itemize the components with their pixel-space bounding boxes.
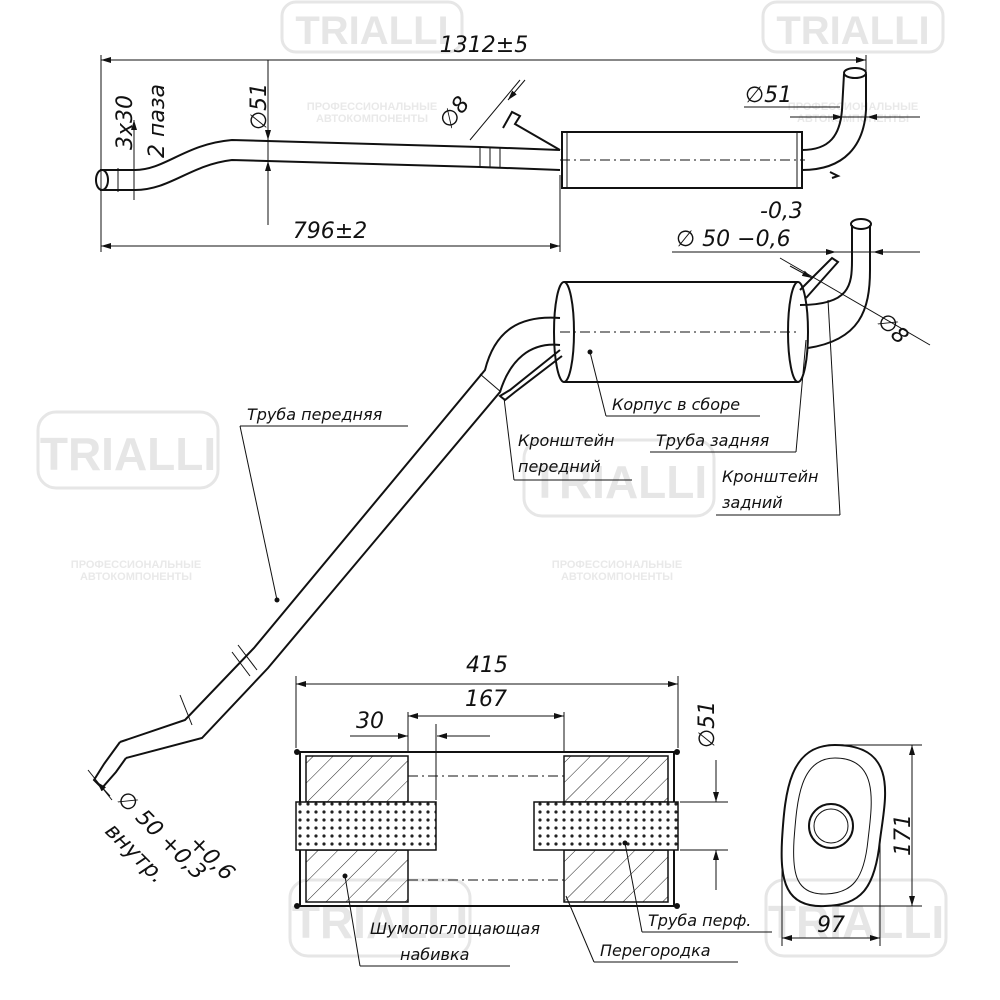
bracket-diameter-label: ∅8: [435, 92, 475, 134]
sound-absorbing-packing: [305, 849, 409, 903]
rear-pipe-iso: [807, 225, 871, 349]
sound-absorbing-label-1: Шумопоглощающая: [370, 919, 540, 938]
sound-absorbing-label-2: набивка: [400, 945, 469, 964]
muffler-body-iso: [787, 281, 809, 383]
inner-length-label: 167: [465, 687, 507, 712]
front-bracket-label-2: передний: [518, 457, 601, 476]
rear-pipe-top: [801, 73, 845, 151]
watermark-logo: TRIALLI: [280, 0, 464, 54]
front-length-label: 796±2: [293, 219, 367, 244]
svg-text:TRIALLI: TRIALLI: [292, 896, 468, 948]
outlet-pipe-circle: [808, 803, 854, 849]
baffle-label: Перегородка: [600, 941, 711, 960]
watermark-logo: TRIALLI: [522, 438, 716, 518]
pipe-inlet: [95, 169, 109, 191]
section-length-label: 415: [466, 653, 508, 678]
front-pipe-top: [100, 158, 561, 191]
rear-diameter-tolerance-label: ∅ 50 −0,6: [676, 227, 791, 252]
watermark-logo: TRIALLI: [36, 410, 220, 490]
front-bracket-iso: [498, 349, 563, 402]
front-pipe-diameter-label: ∅51: [247, 83, 272, 130]
watermark-text: АВТОКОМПОНЕНТЫ: [80, 571, 192, 583]
watermark-text: ПРОФЕССИОНАЛЬНЫЕ: [307, 101, 437, 113]
rear-bracket-label-1: Кронштейн: [722, 467, 818, 486]
sound-absorbing-packing: [305, 755, 409, 803]
watermark-text: ПРОФЕССИОНАЛЬНЫЕ: [788, 101, 918, 113]
oval-width-label: 97: [817, 913, 845, 938]
watermarks: TRIALLI TRIALLI TRIALLI TRIALLI TRIALLI …: [36, 0, 948, 958]
svg-text:TRIALLI: TRIALLI: [768, 896, 944, 948]
svg-text:TRIALLI: TRIALLI: [776, 9, 929, 53]
watermark-logo: TRIALLI: [761, 0, 945, 54]
oval-height-label: 171: [891, 814, 916, 856]
watermark-text: ПРОФЕССИОНАЛЬНЫЕ: [71, 559, 201, 571]
front-pipe-top: [100, 138, 561, 171]
body-assembly-label: Корпус в сборе: [612, 395, 740, 414]
rear-bracket-iso: [799, 256, 840, 299]
svg-text:TRIALLI: TRIALLI: [40, 428, 216, 480]
rear-pipe-iso: [799, 225, 853, 306]
pipe-inlet-iso: [92, 741, 127, 790]
iso-view: -0,3 ∅ 50 −0,6 ∅8 ∅ 50 +0,3: [87, 199, 931, 889]
insert-length-label: 30: [356, 709, 384, 734]
sound-absorbing-packing: [563, 849, 669, 903]
rear-pipe-top: [801, 74, 867, 171]
watermark-text: АВТОКОМПОНЕНТЫ: [797, 113, 909, 125]
section-view: 415 167 30 ∅51 Шумопог: [294, 653, 772, 967]
watermark-text: ПРОФЕССИОНАЛЬНЫЕ: [552, 559, 682, 571]
rear-pipe-diameter-label: ∅51: [745, 83, 792, 108]
end-view: 171 97: [780, 743, 922, 946]
watermark-text: АВТОКОМПОНЕНТЫ: [316, 113, 428, 125]
perforated-pipe-label: Труба перф.: [648, 911, 751, 930]
svg-text:TRIALLI: TRIALLI: [531, 456, 707, 508]
front-bracket-top: [502, 110, 561, 151]
front-pipe-iso: [119, 316, 561, 743]
watermark-logo: TRIALLI: [764, 878, 948, 958]
svg-text:TRIALLI: TRIALLI: [295, 9, 448, 53]
slots-size-label: 3x30: [113, 95, 138, 150]
slots-count-label: 2 паза: [145, 84, 170, 158]
muffler-oval-section: [780, 743, 887, 908]
front-pipe-label: Труба передняя: [247, 405, 383, 424]
front-pipe-iso: [125, 343, 561, 759]
rear-bracket-label-2: задний: [722, 493, 783, 512]
front-bracket-label-1: Кронштейн: [518, 431, 614, 450]
overall-length-label: 1312±5: [440, 33, 528, 58]
perforated-pipe: [295, 801, 437, 851]
sound-absorbing-packing: [563, 755, 669, 803]
watermark-text: АВТОКОМПОНЕНТЫ: [561, 571, 673, 583]
rear-pipe-label: Труба задняя: [656, 431, 770, 450]
perforated-pipe: [533, 801, 679, 851]
rear-tol-upper-label: -0,3: [760, 199, 803, 224]
section-pipe-diameter-label: ∅51: [695, 701, 720, 748]
